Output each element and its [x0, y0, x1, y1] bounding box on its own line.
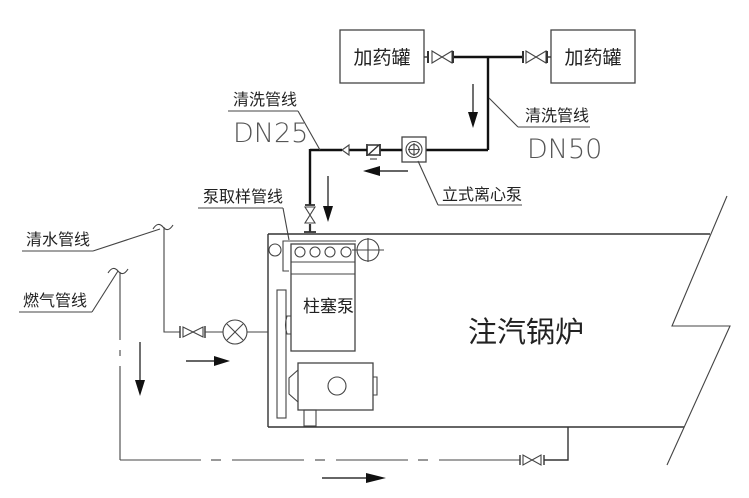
flow-arrow-icon [135, 342, 145, 396]
gate-valve-icon [522, 50, 548, 64]
svg-text:清洗管线: 清洗管线 [525, 106, 589, 125]
gate-valve-icon [304, 204, 316, 233]
flow-arrow-icon [363, 166, 408, 176]
svg-text:DN25: DN25 [233, 118, 308, 149]
break-line-icon [666, 195, 731, 466]
base-rail [276, 289, 287, 419]
break-line-icon [152, 223, 174, 231]
sampling-line [282, 240, 356, 272]
svg-text:泵取样管线: 泵取样管线 [203, 187, 283, 206]
svg-text:注汽锅炉: 注汽锅炉 [468, 315, 584, 349]
tank-left-label: 加药罐 [353, 47, 410, 69]
flow-arrow-icon [322, 473, 386, 483]
svg-text:立式离心泵: 立式离心泵 [442, 185, 522, 204]
gas-return-pipe [544, 427, 569, 461]
svg-text:燃气管线: 燃气管线 [23, 291, 87, 310]
svg-text:柱塞泵: 柱塞泵 [303, 297, 354, 317]
svg-text:清洗管线: 清洗管线 [233, 90, 297, 109]
pressure-gauge-icon [352, 238, 384, 262]
sight-glass-icon [268, 243, 282, 257]
check-valve-icon [366, 144, 381, 160]
pump-sampling-line-label: 泵取样管线 [198, 187, 290, 241]
svg-text:DN50: DN50 [527, 134, 602, 165]
flow-arrow-icon [468, 84, 478, 128]
gas-line-label: 燃气管线 [19, 270, 119, 313]
steam-injection-boiler: 注汽锅炉 [267, 195, 731, 466]
flow-arrow-icon [186, 356, 230, 366]
flow-meter-icon [222, 319, 248, 345]
plunger-pump: 柱塞泵 [284, 243, 356, 352]
tank-right-label: 加药罐 [564, 47, 621, 69]
svg-text:清水管线: 清水管线 [26, 230, 90, 249]
centrifugal-pump-icon [401, 136, 427, 163]
clean-water-pipe [163, 227, 180, 333]
gate-valve-icon [179, 326, 206, 338]
reducer-icon [341, 143, 350, 157]
cleaning-line-dn25-label: 清洗管线 DN25 [228, 90, 321, 151]
cleaning-line-dn50-label: 清洗管线 DN50 [488, 97, 602, 165]
gate-valve-icon [519, 454, 545, 466]
clean-water-line-label: 清水管线 [22, 228, 161, 252]
chemical-tank-right: 加药罐 [550, 29, 636, 84]
gate-valve-icon [427, 50, 454, 64]
break-line-icon [107, 267, 129, 275]
chemical-tank-left: 加药罐 [339, 29, 425, 84]
motor [288, 362, 378, 427]
flow-arrow-icon [323, 176, 333, 222]
vertical-centrifugal-pump-label: 立式离心泵 [417, 160, 522, 206]
